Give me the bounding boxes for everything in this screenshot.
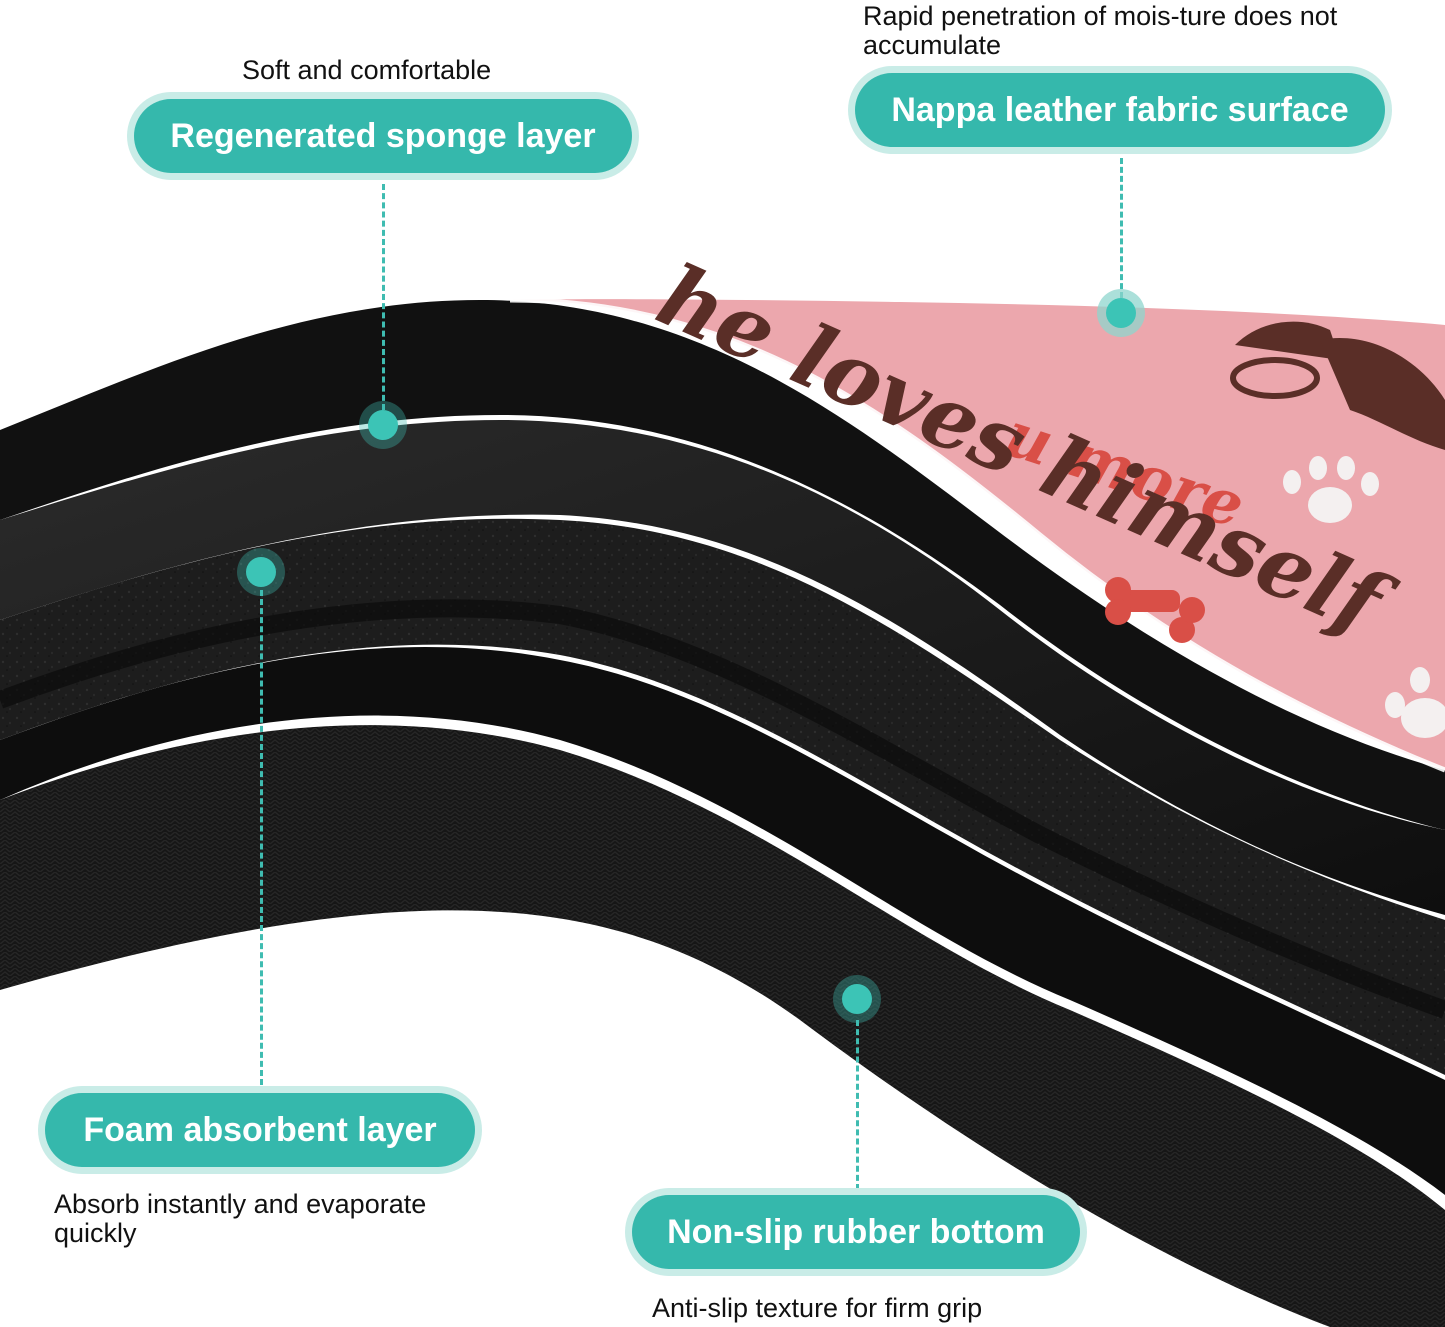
paw-print-icon xyxy=(1283,456,1379,523)
foam-marker xyxy=(246,557,276,587)
nappa-connector xyxy=(1120,158,1123,298)
bone-icon xyxy=(1105,577,1205,643)
foam-caption: Absorb instantly and evaporate quickly xyxy=(54,1189,427,1248)
foam-connector xyxy=(260,590,263,1085)
nappa-caption: Rapid penetration of mois-ture does not … xyxy=(863,1,1338,60)
pink-fabric-surface xyxy=(510,299,1445,770)
top-edge xyxy=(0,300,1445,830)
rubber-caption: Anti-slip texture for firm grip xyxy=(652,1293,983,1323)
foam-layer-label: Foam absorbent layer xyxy=(45,1093,475,1167)
rubber-bottom-label: Non-slip rubber bottom xyxy=(632,1195,1080,1269)
sponge-layer-label: Regenerated sponge layer xyxy=(134,99,632,173)
sponge-marker xyxy=(368,410,398,440)
sponge-caption: Soft and comfortable xyxy=(242,55,492,85)
nappa-surface-label: Nappa leather fabric surface xyxy=(855,73,1385,147)
dog-illustration xyxy=(1230,321,1445,450)
nappa-marker xyxy=(1106,298,1136,328)
rubber-edge xyxy=(0,647,1445,1195)
paw-print-icon xyxy=(1385,667,1445,738)
sponge-layer xyxy=(0,420,1445,915)
rubber-marker xyxy=(842,984,872,1014)
sponge-connector xyxy=(382,184,385,410)
rubber-bottom-layer xyxy=(0,725,1445,1327)
rubber-connector xyxy=(856,1020,859,1190)
foam-layer xyxy=(0,518,1445,1075)
